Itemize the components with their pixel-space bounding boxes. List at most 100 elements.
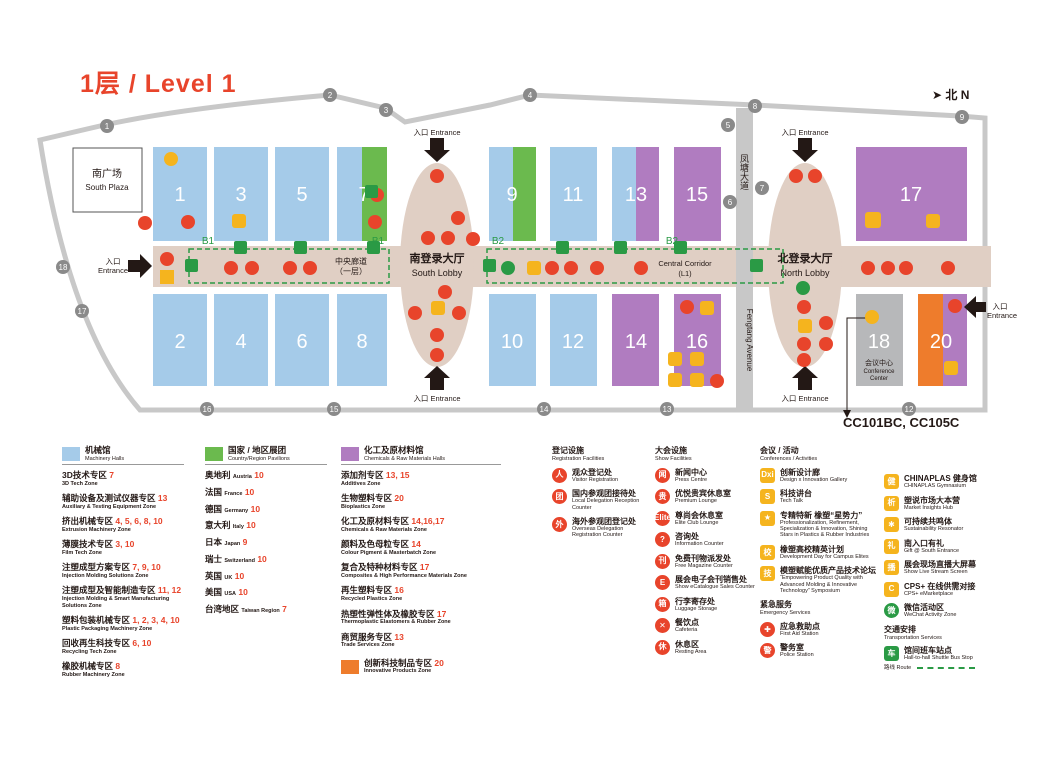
legend-icon: C (884, 581, 899, 597)
country-item: 日本 Japan 9 (205, 537, 248, 548)
south-lobby-zh: 南登录大厅 (410, 251, 465, 265)
country-item: 意大利 Italy 10 (205, 520, 256, 531)
entrance-arrow-north-top (792, 138, 818, 162)
route-label: 路线 Route (884, 664, 912, 671)
hall-num-12: 12 (562, 331, 584, 353)
gate-12: 12 (902, 402, 916, 416)
hall-13-chem (636, 147, 659, 241)
hall-4 (214, 294, 268, 386)
hall-14 (612, 294, 659, 386)
lower-halls (153, 294, 967, 386)
legend-icon: 休 (655, 639, 670, 655)
chem-zh: 化工及原材料馆 (364, 445, 424, 455)
country-en: Country/Region Pavilions (228, 455, 290, 462)
hall-num-20: 20 (930, 331, 952, 353)
legend-icon: ✱ (884, 517, 899, 532)
legend-icon: 礼 (884, 538, 899, 554)
legend-icon: 人 (552, 467, 567, 483)
svg-text:16: 16 (203, 405, 212, 414)
gate-9: 9 (955, 110, 969, 124)
legend-icon-item: ★专精特新 橡塑“星势力”Professionalization, Refine… (760, 510, 878, 539)
legend-icon: 外 (552, 516, 567, 532)
hall-num-1: 1 (174, 184, 185, 206)
gate-1: 1 (100, 119, 114, 133)
north-label: 北 N (945, 88, 970, 102)
bus-zh: 馆间班车站点 (904, 646, 952, 655)
country-item: 瑞士 Switzerland 10 (205, 553, 267, 564)
hall-20-innov (918, 294, 943, 386)
b2-label-right: B2 (666, 236, 679, 247)
hall-num-18: 18 (868, 331, 890, 353)
legend-icon: ✕ (655, 618, 670, 633)
north-lobby-en: North Lobby (780, 268, 830, 278)
entrance-east-en: Entrance (987, 311, 1017, 320)
bus-en: Hall-to-hall Shuttle Bus Stop (904, 655, 973, 662)
north-indicator: ➤ 北 N (932, 88, 970, 102)
hall-num-17: 17 (900, 184, 922, 206)
transport-title: 交通安排 (884, 624, 916, 634)
reg-title: 登记设施 (552, 446, 584, 455)
svg-text:7: 7 (760, 184, 765, 193)
machinery-zh: 机械馆 (85, 445, 111, 455)
fengtang-avenue (736, 108, 753, 408)
svg-text:4: 4 (528, 91, 533, 100)
legend-icon: 微 (884, 603, 899, 618)
conf-title: 会议 / 活动 (760, 446, 799, 455)
upper-halls (153, 147, 967, 241)
b2-label-left: B2 (492, 236, 505, 247)
entrance-arrow-east (964, 296, 986, 318)
gate-18: 18 (56, 260, 70, 274)
central-zh-2: （一层） (335, 267, 367, 276)
legend-icon: ★ (760, 510, 775, 526)
hall-num-6: 6 (296, 331, 307, 353)
gate-4: 4 (523, 88, 537, 102)
south-plaza-zh: 南广场 (92, 167, 122, 180)
b1-label-right: B1 (372, 236, 385, 247)
legend-icon: Elite (654, 510, 671, 526)
gate-5: 5 (721, 118, 735, 132)
country-item: 英国 UK 10 (205, 570, 245, 581)
gate-15: 15 (327, 402, 341, 416)
innov-swatch (341, 659, 359, 674)
hall-num-15: 15 (686, 184, 708, 206)
innov-zh: 创新科技制品专区 (364, 657, 433, 668)
legend-icon: 警 (760, 643, 775, 659)
legend-icon: 团 (552, 489, 567, 504)
emerg-title-en: Emergency Services (760, 610, 811, 617)
machinery-swatch (62, 447, 80, 462)
svg-text:8: 8 (753, 102, 758, 111)
hall-5 (275, 147, 329, 241)
south-lobby-en: South Lobby (412, 268, 463, 278)
gate-16: 16 (200, 402, 214, 416)
hall-num-8: 8 (356, 331, 367, 353)
entrance-arrow-west (128, 254, 152, 278)
entrance-arrow-south-bottom (424, 366, 450, 390)
